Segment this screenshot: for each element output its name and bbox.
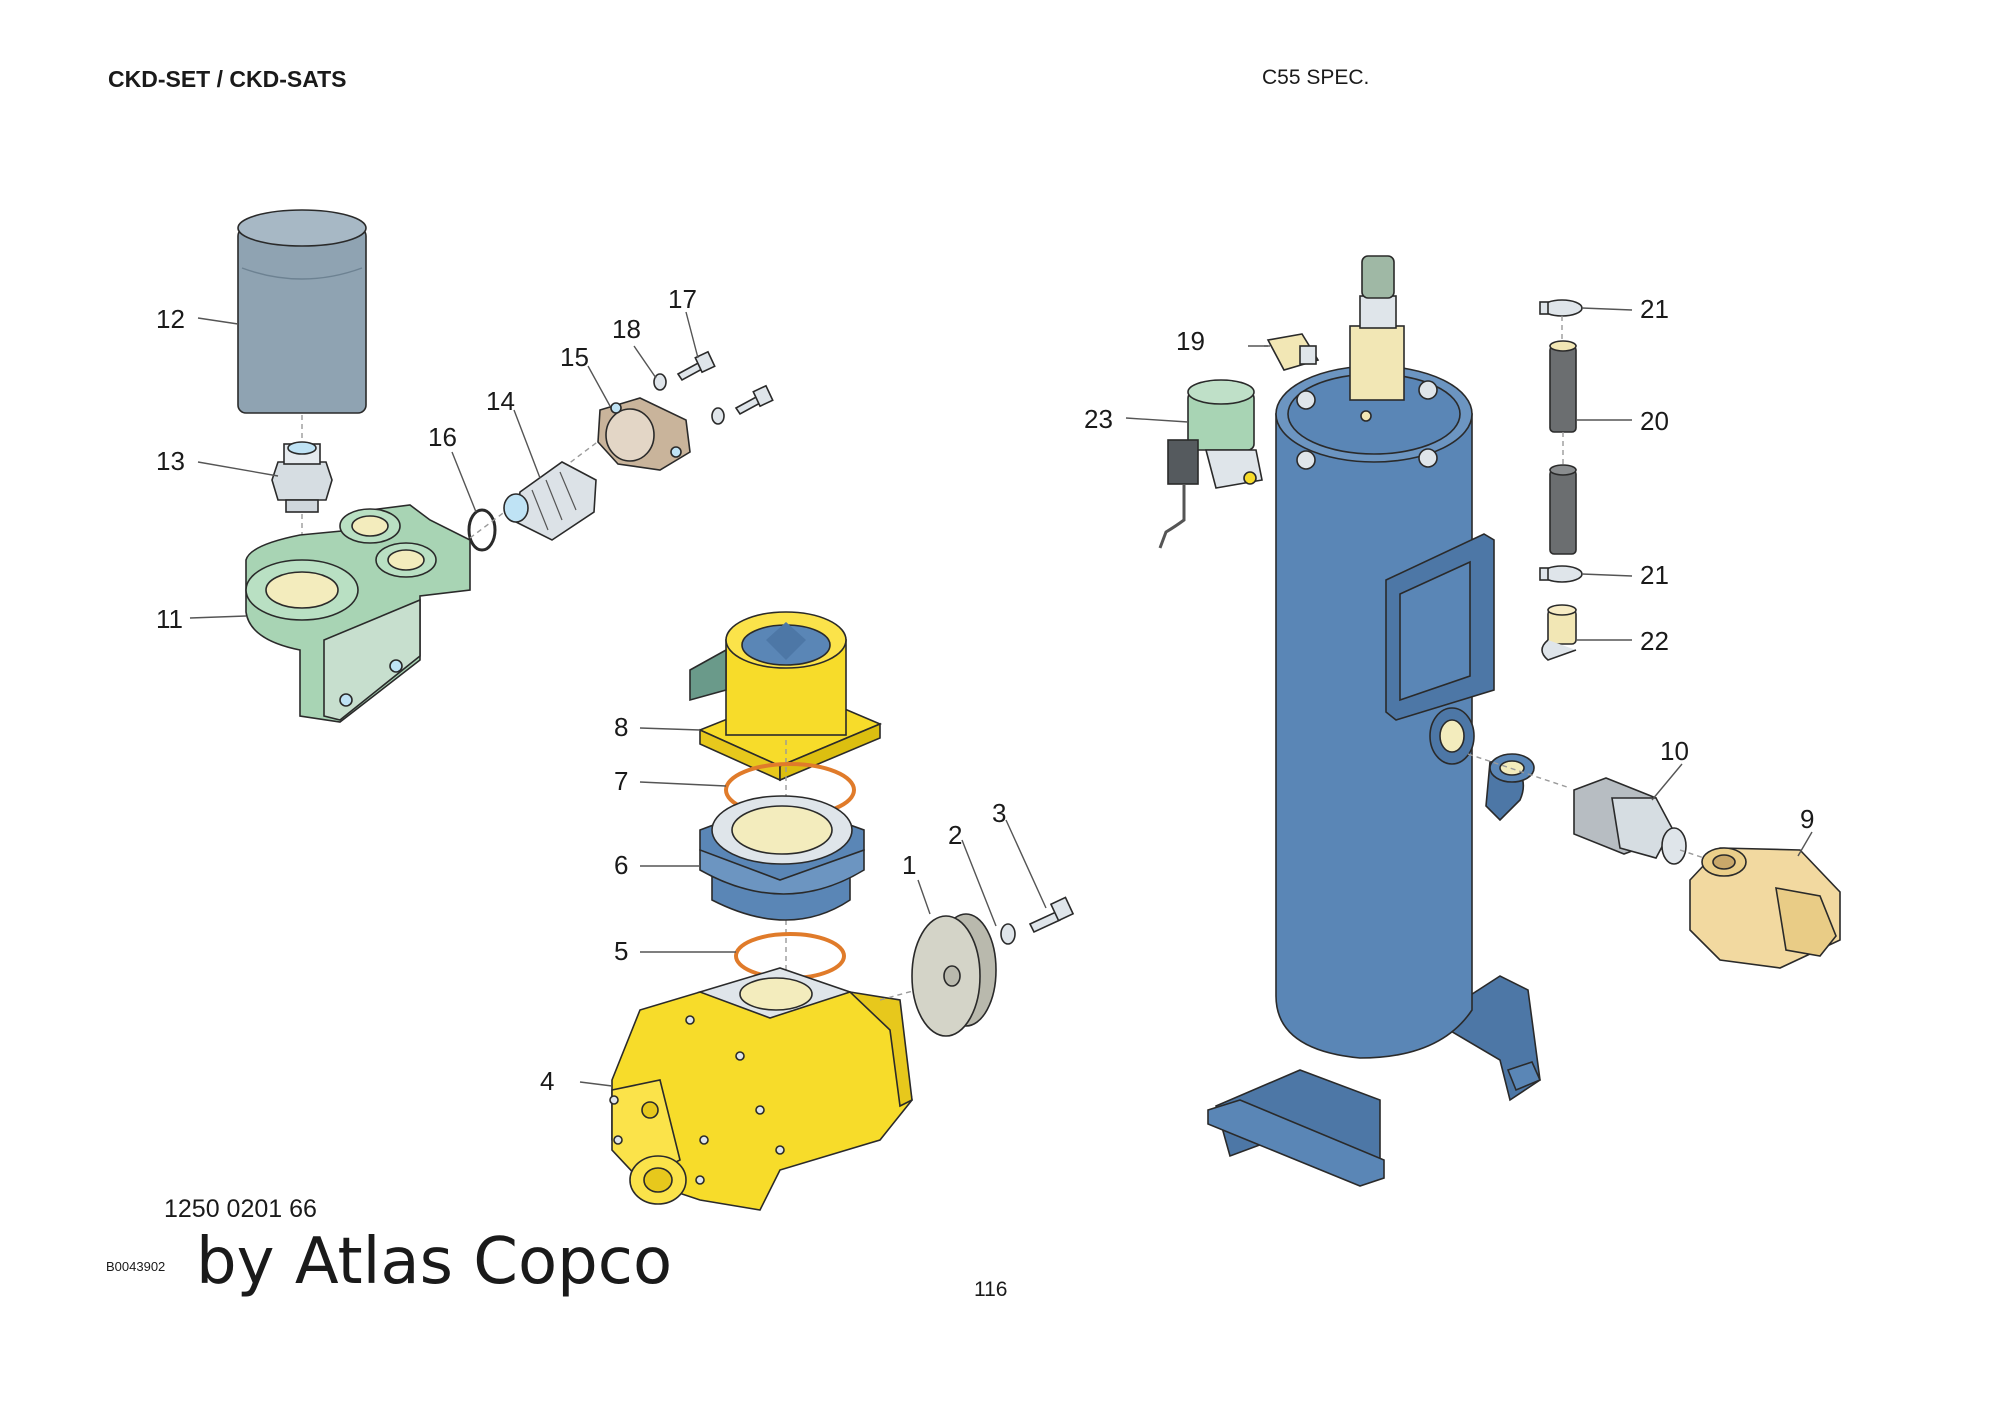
unloader-valve <box>689 611 883 782</box>
page-number: 116 <box>974 1278 1008 1301</box>
callout-numbers: 1 2 3 4 5 6 7 8 9 10 11 12 13 14 15 16 1… <box>156 284 1814 1096</box>
callout-3: 3 <box>992 798 1006 828</box>
callout-13: 13 <box>156 446 185 476</box>
leader-lines <box>189 307 1813 1087</box>
callout-9: 9 <box>1800 804 1814 834</box>
washer-2 <box>1000 923 1016 945</box>
filter-cartridge <box>237 209 367 414</box>
callout-1: 1 <box>902 850 916 880</box>
brand-watermark-text: by Atlas Copco <box>196 1225 673 1299</box>
drain-fitting-22 <box>1541 604 1577 661</box>
hose-20 <box>1549 340 1577 555</box>
valve-insert <box>503 461 597 541</box>
callout-12: 12 <box>156 304 185 334</box>
callout-7: 7 <box>614 766 628 796</box>
drive-pulley <box>911 913 997 1037</box>
hose-clamp-21-bottom <box>1539 565 1583 583</box>
callout-4: 4 <box>540 1066 554 1096</box>
washers-18 <box>653 373 725 425</box>
o-ring-16 <box>467 508 497 552</box>
safety-valve-19 <box>1266 333 1320 371</box>
callout-15: 15 <box>560 342 589 372</box>
callout-5: 5 <box>614 936 628 966</box>
compressor-element <box>609 967 913 1211</box>
callout-8: 8 <box>614 712 628 742</box>
callout-22: 22 <box>1640 626 1669 656</box>
callout-19: 19 <box>1176 326 1205 356</box>
solenoid-valve <box>1158 379 1263 549</box>
kit-title: CKD-SET / CKD-SATS <box>108 66 347 92</box>
callout-18: 18 <box>612 314 641 344</box>
minimum-pressure-valve <box>1689 847 1841 969</box>
callout-6: 6 <box>614 850 628 880</box>
callout-2: 2 <box>948 820 962 850</box>
hose-clamp-21-top <box>1539 299 1583 317</box>
filter-head-housing <box>245 504 471 723</box>
callout-21-top: 21 <box>1640 294 1669 324</box>
bolts-17 <box>676 350 774 416</box>
bolt-3 <box>1028 896 1075 934</box>
callout-21-bottom: 21 <box>1640 560 1669 590</box>
callout-20: 20 <box>1640 406 1669 436</box>
adaptor-10 <box>1573 777 1687 865</box>
callout-23: 23 <box>1084 404 1113 434</box>
drawing-code: B0043902 <box>106 1259 166 1274</box>
spec-title: C55 SPEC. <box>1262 66 1370 89</box>
flange-15 <box>597 397 691 471</box>
air-receiver-vessel <box>1207 255 1542 1187</box>
callout-17: 17 <box>668 284 697 314</box>
callout-14: 14 <box>486 386 515 416</box>
valve-housing-blue <box>699 795 865 921</box>
callout-11: 11 <box>156 604 183 634</box>
callout-10: 10 <box>1660 736 1689 766</box>
callout-16: 16 <box>428 422 457 452</box>
kit-part-number: 1250 0201 66 <box>164 1195 317 1223</box>
threaded-nipple <box>271 441 333 513</box>
